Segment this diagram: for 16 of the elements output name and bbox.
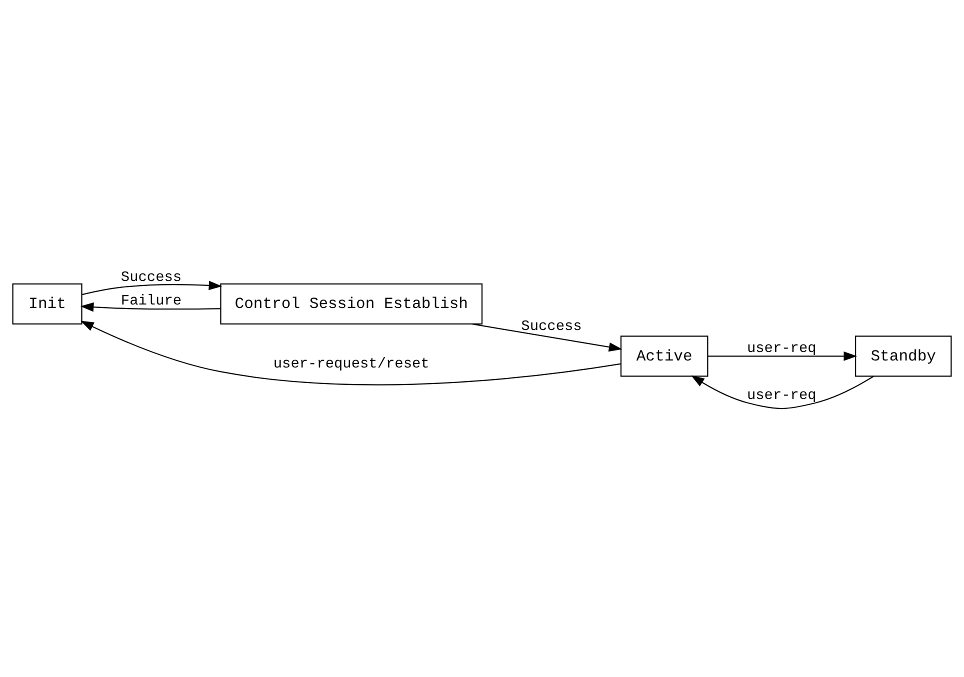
arrow [472,322,622,352]
arrow [691,374,874,409]
edge-label: user-request/reset [273,356,430,372]
arrow [80,320,622,385]
node-box: Standby [855,335,952,376]
edge-label: Success [521,318,582,334]
arrow [708,351,858,360]
node-box: Control Session Establish [220,282,483,324]
arrow [82,280,222,295]
node-box: Active [620,335,708,376]
edge-label: Failure [120,292,182,309]
edge-label: Success [120,270,182,286]
arrow [80,302,221,312]
edge-label: user-req [746,340,816,357]
edge-label: user-req [746,387,816,404]
node-box: Init [12,282,82,324]
